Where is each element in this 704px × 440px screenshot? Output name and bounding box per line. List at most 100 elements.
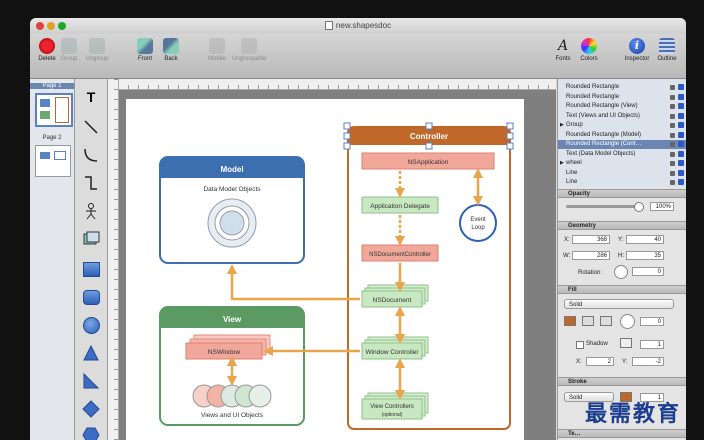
layer-row[interactable]: ▶Group xyxy=(558,121,686,130)
back-button[interactable]: Back xyxy=(154,38,188,62)
opacity-slider[interactable] xyxy=(566,205,640,208)
fill-color-well-3[interactable] xyxy=(600,316,612,326)
page-1-thumbnail[interactable] xyxy=(35,93,73,127)
oval-tool[interactable] xyxy=(81,315,101,335)
mobile-button[interactable]: Mobile xyxy=(200,38,234,62)
triangle-tool[interactable] xyxy=(81,343,101,363)
visibility-checkbox[interactable] xyxy=(678,150,684,157)
lock-icon[interactable] xyxy=(670,132,675,138)
lock-icon[interactable] xyxy=(670,142,675,147)
rotation-dial[interactable] xyxy=(614,265,628,279)
fill-type-popup[interactable]: Solid xyxy=(564,299,674,309)
hexagon-tool[interactable] xyxy=(81,425,101,440)
selection-handles[interactable] xyxy=(343,122,514,150)
visibility-checkbox[interactable] xyxy=(678,84,684,90)
visibility-checkbox[interactable] xyxy=(678,169,684,176)
visibility-checkbox[interactable] xyxy=(678,112,684,119)
right-triangle-tool[interactable] xyxy=(81,371,101,391)
diamond-tool[interactable] xyxy=(81,399,101,419)
page-canvas[interactable]: Model Data Model Objects View NSWindow xyxy=(126,99,524,440)
lock-icon[interactable] xyxy=(670,94,675,100)
line-tool[interactable] xyxy=(81,117,101,137)
ns-document-box[interactable] xyxy=(361,290,423,308)
fill-section-header[interactable]: Fill xyxy=(558,285,686,294)
visibility-checkbox[interactable] xyxy=(678,131,684,138)
layer-row[interactable]: Rounded Rectangle (Model) xyxy=(558,131,686,140)
lock-icon[interactable] xyxy=(670,123,675,128)
lock-icon[interactable] xyxy=(670,170,675,176)
visibility-checkbox[interactable] xyxy=(678,93,684,100)
zoom-window-button[interactable] xyxy=(58,22,66,30)
rounded-rectangle-tool[interactable] xyxy=(81,287,101,307)
orthogonal-line-tool[interactable] xyxy=(81,173,101,193)
stroke-type-popup[interactable]: Solid xyxy=(564,392,614,402)
front-button[interactable]: Front xyxy=(128,38,162,62)
disclosure-triangle-icon[interactable]: ▶ xyxy=(560,160,564,166)
visibility-checkbox[interactable] xyxy=(678,160,684,166)
opacity-field[interactable]: 100% xyxy=(650,202,674,211)
shadow-blur-field[interactable]: 1 xyxy=(640,340,664,349)
h-field[interactable]: 35 xyxy=(626,251,664,260)
text-tool[interactable]: T xyxy=(86,89,96,105)
ungroup-button[interactable]: Ungroup xyxy=(80,38,114,62)
colors-button[interactable]: Colors xyxy=(572,38,606,62)
page-2-thumbnail[interactable] xyxy=(35,145,71,177)
layer-row[interactable]: Rounded Rectangle xyxy=(558,83,686,92)
disclosure-triangle-icon[interactable]: ▶ xyxy=(560,122,564,128)
rotation-field[interactable]: 0 xyxy=(632,267,664,276)
layer-row[interactable]: Rounded Rectangle xyxy=(558,93,686,102)
lock-icon[interactable] xyxy=(670,113,675,119)
lock-icon[interactable] xyxy=(670,104,675,109)
shadow-x-field[interactable]: 2 xyxy=(586,357,614,366)
image-tool[interactable] xyxy=(81,229,101,249)
drawing-canvas[interactable]: Model Data Model Objects View NSWindow xyxy=(108,79,556,440)
stick-figure-tool[interactable] xyxy=(81,201,101,221)
layer-row[interactable]: Text (Data Model Objects) xyxy=(558,150,686,159)
shadow-y-field[interactable]: -2 xyxy=(632,357,664,366)
shadow-color-well[interactable] xyxy=(620,338,632,348)
window-controller-box[interactable] xyxy=(361,342,423,360)
w-field[interactable]: 286 xyxy=(572,251,610,260)
ns-application-box[interactable] xyxy=(361,152,495,170)
lock-icon[interactable] xyxy=(670,151,675,157)
stroke-section-header[interactable]: Stroke xyxy=(558,377,686,386)
event-loop-circle[interactable] xyxy=(459,204,497,242)
minimize-window-button[interactable] xyxy=(47,22,55,30)
opacity-slider-knob[interactable] xyxy=(634,202,644,212)
layer-row[interactable]: Line xyxy=(558,169,686,178)
model-box[interactable]: Model Data Model Objects xyxy=(159,156,305,264)
layer-row[interactable]: ▶wheel xyxy=(558,159,686,168)
layer-row[interactable]: Line xyxy=(558,178,686,187)
stroke-color-well[interactable] xyxy=(620,392,632,402)
controller-box[interactable]: Controller NSApplication Application Del… xyxy=(347,126,511,430)
lock-icon[interactable] xyxy=(670,161,675,166)
lock-icon[interactable] xyxy=(670,180,675,185)
page-2-label[interactable]: Page 2 xyxy=(42,135,62,141)
layer-row[interactable]: Rounded Rectangle (Cont… xyxy=(558,140,686,149)
fill-value-field[interactable]: 0 xyxy=(640,317,664,326)
ungroupable-button[interactable]: Ungroupable xyxy=(232,38,266,62)
lock-icon[interactable] xyxy=(670,85,675,90)
close-window-button[interactable] xyxy=(36,22,44,30)
layer-row[interactable]: Rounded Rectangle (View) xyxy=(558,102,686,111)
text-section-header[interactable]: Te… xyxy=(558,429,686,438)
visibility-checkbox[interactable] xyxy=(678,179,684,185)
delete-button[interactable]: Delete xyxy=(30,38,64,62)
fill-color-well-2[interactable] xyxy=(582,316,594,326)
layer-row[interactable]: Text (Views and UI Objects) xyxy=(558,112,686,121)
group-button[interactable]: Group xyxy=(52,38,86,62)
visibility-checkbox[interactable] xyxy=(678,103,684,109)
opacity-section-header[interactable]: Opacity xyxy=(558,189,686,198)
view-controllers-box[interactable] xyxy=(361,398,423,420)
page-1-label[interactable]: Page 1 xyxy=(30,83,74,89)
outline-button[interactable]: Outline xyxy=(650,38,684,62)
stroke-width-field[interactable]: 1 xyxy=(640,393,664,402)
fonts-button[interactable]: A Fonts xyxy=(555,38,571,62)
rectangle-tool[interactable] xyxy=(81,259,101,279)
y-field[interactable]: 40 xyxy=(626,235,664,244)
fill-color-well[interactable] xyxy=(564,316,576,326)
curve-tool[interactable] xyxy=(81,145,101,165)
ns-window-box[interactable] xyxy=(185,342,263,360)
visibility-checkbox[interactable] xyxy=(678,141,684,147)
visibility-checkbox[interactable] xyxy=(678,122,684,128)
